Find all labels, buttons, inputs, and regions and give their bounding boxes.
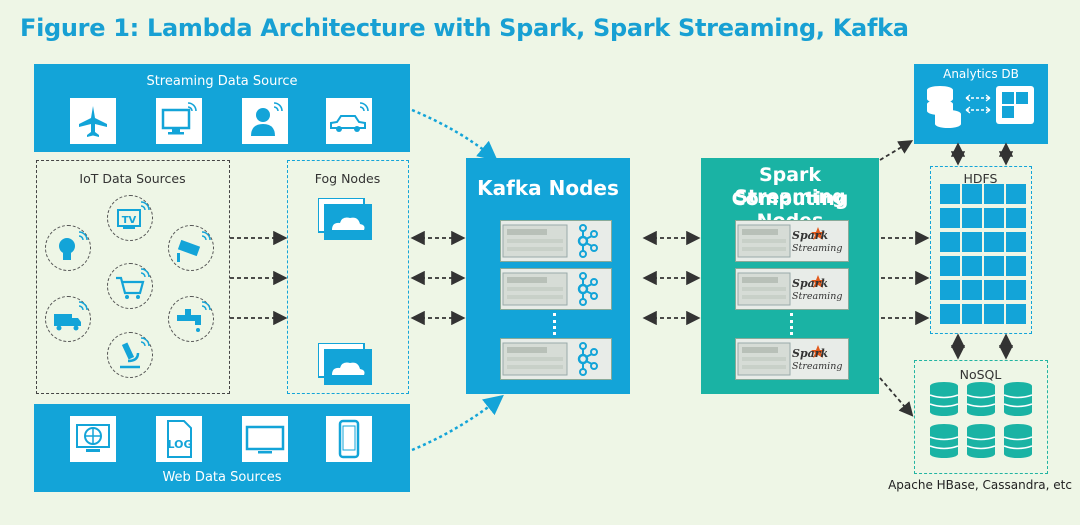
hdfs-block [1006, 304, 1026, 324]
hdfs-label: HDFS [963, 171, 998, 186]
spark-star-icon [811, 227, 825, 240]
monitor-icon [156, 98, 202, 144]
spark-star-icon [811, 275, 825, 288]
hdfs-box: HDFS [930, 166, 1032, 334]
spark-streaming-nodes-panel: Spark Streaming Computing Nodes Spark St… [701, 158, 879, 394]
hdfs-block [1006, 280, 1026, 300]
nosql-box: NoSQL [914, 360, 1048, 474]
spark-ellipsis-line [790, 313, 793, 335]
spark-logo-top: Spark [792, 229, 829, 242]
hdfs-block [1006, 232, 1026, 252]
web-data-sources-label: Web Data Sources [162, 470, 282, 485]
tv-text: TV [122, 215, 137, 226]
spark-star-icon [811, 345, 825, 358]
streaming-data-source-panel: Streaming Data Source [34, 64, 410, 152]
spark-logo-top: Spark [792, 347, 829, 360]
lightbulb-icon [45, 225, 91, 271]
phone-icon [326, 416, 372, 462]
database-icon [929, 424, 959, 458]
web-data-sources-panel: LOG Web Data Sources [34, 404, 410, 492]
fog-nodes-label: Fog Nodes [314, 171, 381, 186]
hdfs-block [984, 232, 1004, 252]
faucet-icon [168, 296, 214, 342]
camera-icon [168, 225, 214, 271]
hdfs-block [1006, 208, 1026, 228]
spark-logo-bottom: Streaming [792, 361, 843, 372]
analytics-db-panel: Analytics DB [914, 64, 1048, 144]
hdfs-block [962, 208, 982, 228]
airplane-icon [70, 98, 116, 144]
hdfs-block [940, 232, 960, 252]
fog-node-bottom-icon [317, 342, 374, 387]
spark-logo-bottom: Streaming [792, 291, 843, 302]
spark-server-3: Spark Streaming [735, 338, 849, 380]
person-icon [242, 98, 288, 144]
nosql-caption: Apache HBase, Cassandra, etc [888, 478, 1072, 492]
car-icon [326, 98, 372, 144]
database-icon [966, 382, 996, 416]
kafka-server-2 [500, 268, 612, 310]
tv-screen-icon [242, 416, 288, 462]
spark-server-1: Spark Streaming [735, 220, 849, 262]
globe-monitor-icon [70, 416, 116, 462]
hdfs-block [940, 184, 960, 204]
arrow-streaming-to-kafka [411, 108, 498, 162]
hdfs-block [962, 232, 982, 252]
log-file-icon: LOG [156, 416, 202, 462]
database-icon [927, 86, 961, 128]
hdfs-block [984, 280, 1004, 300]
hdfs-block [984, 304, 1004, 324]
iot-data-sources-box: IoT Data Sources [36, 160, 230, 394]
hdfs-block [962, 256, 982, 276]
arrow-web-to-kafka [411, 394, 504, 452]
analytics-db-label: Analytics DB [943, 67, 1019, 81]
hdfs-block [1006, 256, 1026, 276]
cart-icon [107, 263, 153, 309]
hdfs-block [984, 184, 1004, 204]
hdfs-block [940, 256, 960, 276]
hdfs-block [962, 184, 982, 204]
hdfs-block [1006, 184, 1026, 204]
streaming-data-source-label: Streaming Data Source [146, 74, 298, 89]
hdfs-block [940, 208, 960, 228]
hdfs-block [984, 208, 1004, 228]
microscope-icon [107, 332, 153, 378]
page-title: Figure 1: Lambda Architecture with Spark… [20, 14, 909, 42]
nosql-databases [929, 382, 1033, 458]
spark-server-2: Spark Streaming [735, 268, 849, 310]
database-icon [966, 424, 996, 458]
iot-data-sources-label: IoT Data Sources [79, 171, 186, 186]
database-icon [1003, 424, 1033, 458]
analytics-db-icons [927, 86, 1034, 128]
spark-label-line1: Spark Streaming [734, 164, 846, 208]
kafka-logo-icon [577, 272, 598, 306]
nosql-label: NoSQL [959, 367, 1002, 382]
hdfs-block [940, 280, 960, 300]
kafka-logo-icon [577, 224, 598, 258]
database-icon [1003, 382, 1033, 416]
kafka-nodes-label: Kafka Nodes [477, 176, 619, 200]
spark-logo-bottom: Streaming [792, 243, 843, 254]
kafka-nodes-panel: Kafka Nodes [466, 158, 630, 394]
database-icon [929, 382, 959, 416]
hdfs-grid [940, 184, 1026, 328]
hdfs-block [984, 256, 1004, 276]
truck-icon [45, 296, 91, 342]
hdfs-block [940, 304, 960, 324]
kafka-ellipsis-line [553, 313, 556, 335]
kafka-server-3 [500, 338, 612, 380]
hdfs-block [962, 280, 982, 300]
spark-logo-top: Spark [792, 277, 829, 290]
arrow-spark-analytics [879, 140, 914, 161]
fog-node-top-icon [317, 197, 374, 242]
tv-icon: TV [107, 195, 153, 241]
log-text: LOG [168, 438, 193, 451]
arrow-spark-nosql [879, 377, 914, 417]
kafka-server-1 [500, 220, 612, 262]
hdfs-block [962, 304, 982, 324]
kafka-logo-icon [577, 342, 598, 376]
